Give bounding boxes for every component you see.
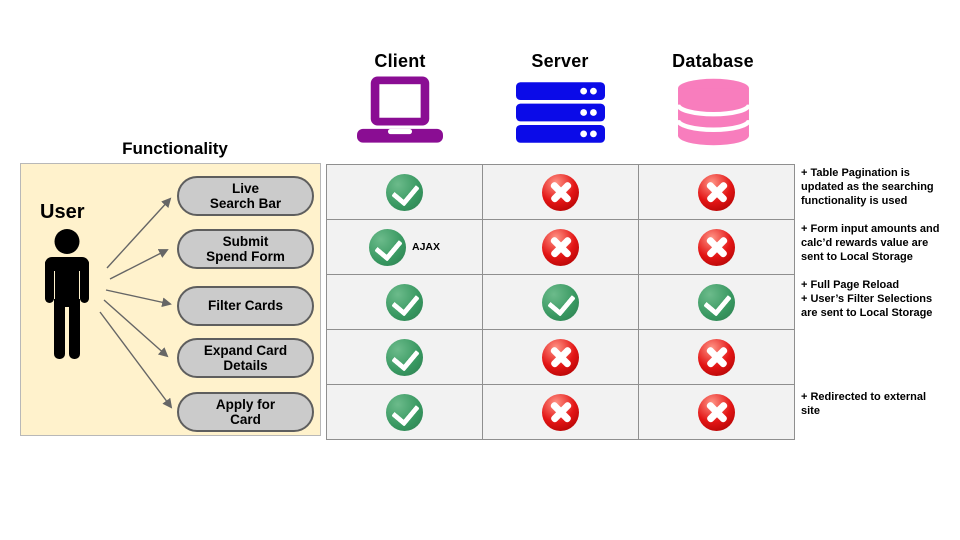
matrix-cell <box>639 275 794 329</box>
server-icon <box>516 82 605 143</box>
check-icon <box>386 338 423 376</box>
laptop-icon <box>357 76 443 143</box>
cross-icon <box>542 338 579 376</box>
functionality-title: Functionality <box>122 139 228 158</box>
matrix-cell <box>639 330 794 384</box>
pill-apply-for-card: Apply for Card <box>177 392 314 432</box>
matrix-cell: AJAX <box>327 220 482 274</box>
pill-submit-spend-form: Submit Spend Form <box>177 229 314 269</box>
cross-icon <box>698 228 735 266</box>
check-icon <box>386 393 423 431</box>
note-live-search-bar: + Table Pagination is updated as the sea… <box>801 167 934 207</box>
pill-filter-cards: Filter Cards <box>177 286 314 326</box>
cross-icon <box>698 393 735 431</box>
matrix-cell <box>639 165 794 219</box>
database-icon <box>675 78 752 146</box>
check-icon <box>698 283 735 321</box>
note-apply-for-card: + Redirected to external site <box>801 391 927 417</box>
cross-icon <box>698 173 735 211</box>
matrix-cell <box>483 385 638 439</box>
pill-expand-card-details: Expand Card Details <box>177 338 314 378</box>
person-icon <box>45 229 89 359</box>
matrix-cell <box>327 330 482 384</box>
check-icon <box>386 283 423 321</box>
matrix-cell <box>327 385 482 439</box>
user-label: User <box>40 201 85 223</box>
cross-icon <box>542 393 579 431</box>
cross-icon <box>542 228 579 266</box>
cross-icon <box>698 338 735 376</box>
note-filter-cards: + Full Page Reload + User’s Filter Selec… <box>801 279 933 319</box>
check-icon <box>386 173 423 211</box>
pill-live-search-bar: Live Search Bar <box>177 176 314 216</box>
matrix-cell <box>483 330 638 384</box>
check-icon <box>368 228 406 266</box>
matrix-cell <box>483 165 638 219</box>
matrix-cell <box>327 165 482 219</box>
matrix-grid: AJAX <box>326 164 795 440</box>
column-header-database: Database <box>672 51 754 71</box>
matrix-cell <box>639 385 794 439</box>
check-icon <box>542 283 579 321</box>
column-header-client: Client <box>374 51 426 71</box>
column-header-server: Server <box>531 51 589 71</box>
matrix-cell <box>483 275 638 329</box>
matrix-cell <box>483 220 638 274</box>
matrix-cell <box>327 275 482 329</box>
note-submit-spend-form: + Form input amounts and calc’d rewards … <box>801 223 940 263</box>
ajax-label: AJAX <box>411 241 440 253</box>
cross-icon <box>542 173 579 211</box>
matrix-cell <box>639 220 794 274</box>
